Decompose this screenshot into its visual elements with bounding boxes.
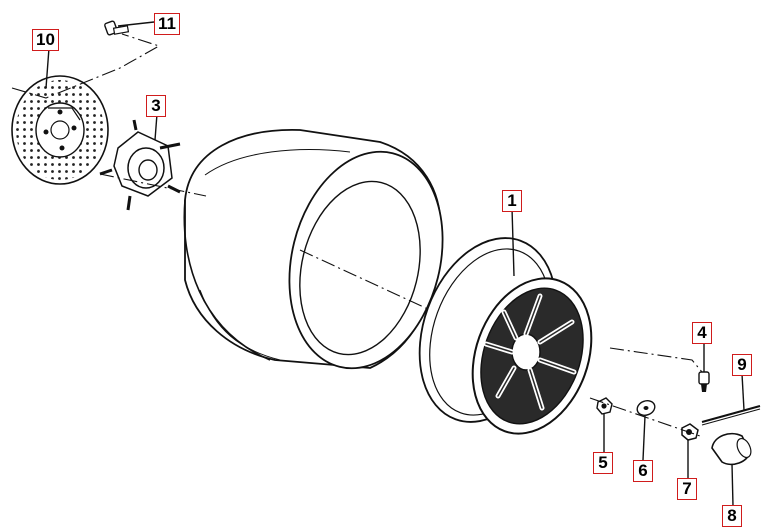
- callout-3: 3: [146, 95, 166, 117]
- cotter-pin: [701, 405, 761, 426]
- callout-1: 1: [502, 190, 522, 212]
- callout-8: 8: [722, 505, 742, 527]
- leader-lines: [45, 21, 745, 507]
- rim: [418, 237, 593, 435]
- callout-10: 10: [32, 29, 59, 51]
- callout-6: 6: [633, 460, 653, 482]
- tire: [183, 129, 444, 370]
- callout-7: 7: [677, 478, 697, 500]
- callout-9: 9: [732, 354, 752, 376]
- wheel-hub: [99, 119, 181, 211]
- dust-cap: [711, 432, 752, 466]
- nut: [596, 397, 613, 415]
- callout-11: 11: [154, 13, 180, 35]
- valve: [698, 371, 710, 392]
- washer: [636, 400, 656, 416]
- callout-4: 4: [692, 322, 712, 344]
- callout-5: 5: [593, 452, 613, 474]
- brake-disc: [11, 75, 109, 185]
- disc-bolt: [104, 20, 130, 36]
